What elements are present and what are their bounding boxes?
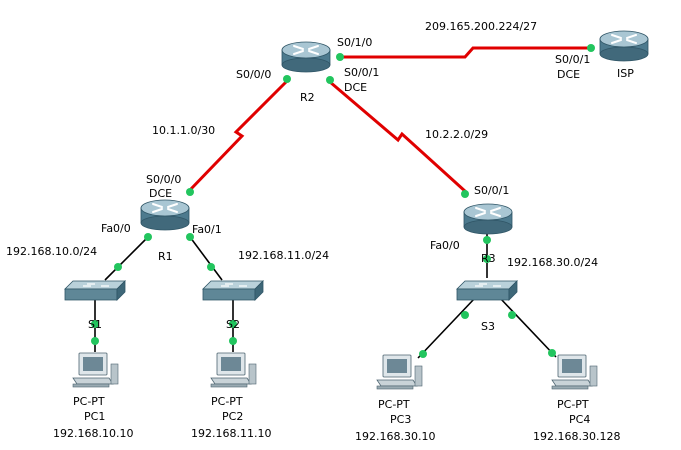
serial-link-r2-isp[interactable]	[340, 46, 594, 59]
network-r2-r3-label: 10.2.2.0/29	[425, 128, 488, 141]
pc1-type-label: PC-PT	[73, 395, 105, 408]
serial-link-r1-r2[interactable]	[188, 79, 289, 192]
pc2-ip-label: 192.168.11.10	[191, 427, 271, 440]
pc1-label: PC1	[84, 410, 105, 423]
pc4-icon[interactable]	[551, 354, 598, 390]
switch-s2-icon[interactable]	[202, 280, 264, 301]
pc3-label: PC3	[390, 413, 411, 426]
r1-s0-0-0-label: S0/0/0	[146, 173, 181, 186]
ethernet-link-r1-s2[interactable]	[189, 236, 223, 281]
network-lan-30-label: 192.168.30.0/24	[507, 256, 598, 269]
r1-fa0-1-label: Fa0/1	[192, 223, 222, 236]
s3-label: S3	[481, 320, 495, 333]
pc3-type-label: PC-PT	[378, 398, 410, 411]
ethernet-link-s3-pc4[interactable]	[499, 297, 557, 358]
s2-label: S2	[226, 318, 240, 331]
pc1-ip-label: 192.168.10.10	[53, 427, 133, 440]
r3-fa0-0-label: Fa0/0	[430, 239, 460, 252]
r1-label: R1	[158, 250, 173, 263]
r1-fa0-0-label: Fa0/0	[101, 222, 131, 235]
pc4-label: PC4	[569, 413, 590, 426]
r2-dce-label: DCE	[344, 81, 367, 94]
isp-label: ISP	[617, 67, 634, 80]
isp-dce-label: DCE	[557, 68, 580, 81]
switch-s3-icon[interactable]	[456, 280, 518, 301]
pc4-type-label: PC-PT	[557, 398, 589, 411]
r2-s0-0-0-label: S0/0/0	[236, 68, 271, 81]
r3-s0-0-1-label: S0/0/1	[474, 184, 509, 197]
ethernet-link-r1-s1[interactable]	[104, 236, 149, 281]
pc3-icon[interactable]	[376, 354, 423, 390]
isp-s0-0-1-label: S0/0/1	[555, 53, 590, 66]
network-r1-r2-label: 10.1.1.0/30	[152, 124, 215, 137]
network-lan-10-label: 192.168.10.0/24	[6, 245, 97, 258]
pc1-icon[interactable]	[72, 352, 119, 388]
s1-label: S1	[88, 318, 102, 331]
pc4-ip-label: 192.168.30.128	[533, 430, 620, 443]
pc2-icon[interactable]	[210, 352, 257, 388]
r2-label: R2	[300, 91, 315, 104]
router-r1-icon[interactable]	[140, 199, 190, 231]
router-isp-icon[interactable]	[599, 30, 649, 62]
r2-s0-1-0-label: S0/1/0	[337, 36, 372, 49]
link-status-indicators	[91, 44, 595, 358]
r1-dce-label: DCE	[149, 187, 172, 200]
switch-s1-icon[interactable]	[64, 280, 126, 301]
network-lan-11-label: 192.168.11.0/24	[238, 249, 329, 262]
router-r3-icon[interactable]	[463, 203, 513, 235]
ethernet-link-s3-pc3[interactable]	[417, 297, 476, 359]
r3-label: R3	[481, 252, 496, 265]
router-r2-icon[interactable]	[281, 41, 331, 73]
network-r2-isp-label: 209.165.200.224/27	[425, 20, 537, 33]
serial-link-r2-r3[interactable]	[329, 80, 468, 194]
pc2-label: PC2	[222, 410, 243, 423]
pc3-ip-label: 192.168.30.10	[355, 430, 435, 443]
pc2-type-label: PC-PT	[211, 395, 243, 408]
r2-s0-0-1-label: S0/0/1	[344, 66, 379, 79]
